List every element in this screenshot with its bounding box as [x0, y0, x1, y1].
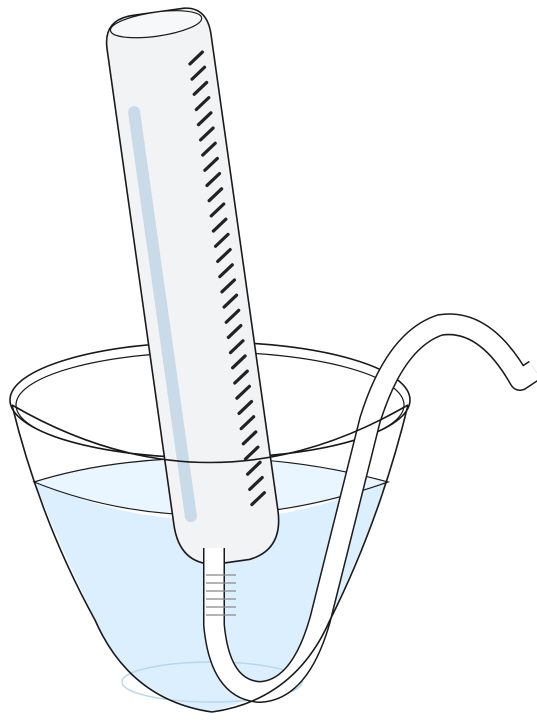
gas-collection-illustration	[0, 0, 537, 721]
